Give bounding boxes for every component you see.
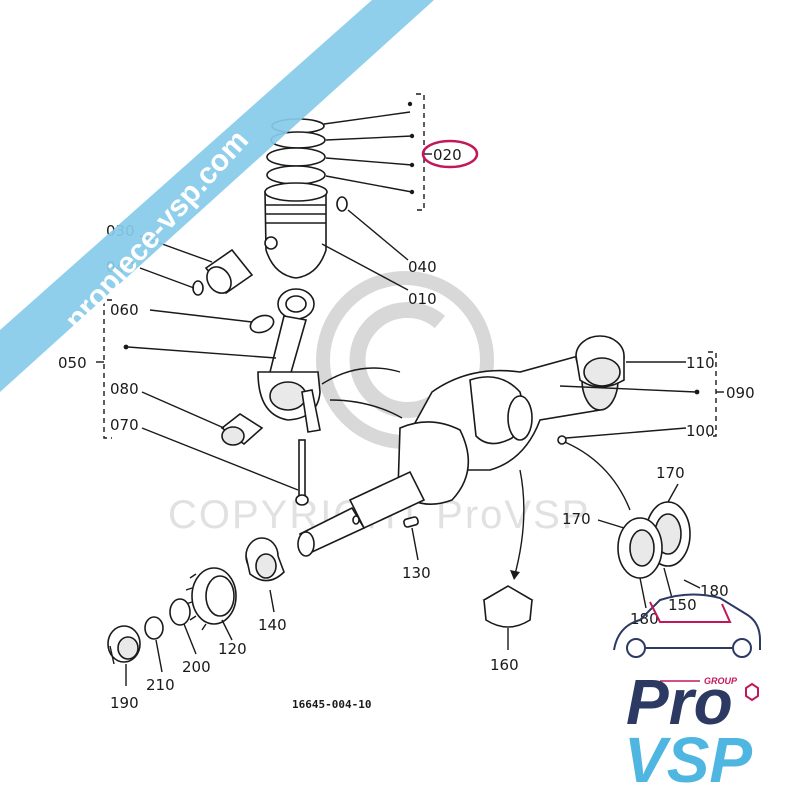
woodruff-key	[403, 516, 419, 528]
banner-text: propiece-vsp.com	[59, 124, 255, 337]
conrod-bolt	[295, 439, 309, 506]
label-080: 080	[110, 380, 139, 398]
figure-code: 16645-004-10	[292, 698, 371, 711]
ring-callouts	[323, 93, 432, 211]
circlip-right	[336, 196, 348, 212]
label-200: 200	[182, 658, 211, 676]
arrow-bearing-path	[321, 367, 401, 385]
connecting-rod	[257, 288, 321, 433]
crank-gear	[185, 567, 237, 631]
label-130: 130	[402, 564, 431, 582]
leader-200	[183, 623, 197, 655]
leader-040b	[347, 209, 409, 261]
piston-pin	[204, 248, 254, 295]
label-170a: 170	[656, 464, 685, 482]
leader-060	[149, 309, 253, 323]
main-bearing-lower	[482, 585, 534, 628]
conrod-bearing	[220, 413, 264, 446]
arrow-to-main-bearing	[513, 469, 525, 579]
label-100: 100	[686, 422, 715, 440]
leader-040a	[139, 267, 195, 289]
leader-210	[155, 639, 163, 673]
leader-010	[321, 243, 409, 291]
label-190: 190	[110, 694, 139, 712]
car-outline-icon	[613, 593, 761, 658]
main-bearing-upper	[575, 335, 625, 388]
circlip-left	[192, 280, 204, 296]
label-090: 090	[726, 384, 755, 402]
label-140: 140	[258, 616, 287, 634]
leader-180b	[639, 577, 647, 609]
leader-170b	[597, 519, 625, 529]
label-020: 020	[433, 146, 462, 164]
piston	[264, 182, 328, 279]
leader-170a	[667, 483, 679, 503]
label-210: 210	[146, 676, 175, 694]
label-150: 150	[668, 596, 697, 614]
leader-180a	[683, 579, 701, 589]
collar-200	[169, 598, 191, 626]
part-labels: 020 030 040 040 010 060 050 080 070 110 …	[58, 139, 755, 712]
label-160: 160	[490, 656, 519, 674]
arrow-to-thrust	[559, 439, 631, 511]
label-110: 110	[686, 354, 715, 372]
label-060: 060	[110, 301, 139, 319]
label-170b: 170	[562, 510, 591, 528]
logo-pro-text: Pro	[626, 666, 733, 738]
oring-210	[144, 616, 164, 640]
leader-100	[565, 427, 687, 439]
label-120: 120	[218, 640, 247, 658]
provsp-logo: GROUP Pro VSP	[613, 593, 761, 796]
label-070: 070	[110, 416, 139, 434]
label-180b: 180	[630, 610, 659, 628]
thrust-bearing-assembly	[617, 501, 691, 579]
label-040b: 040	[408, 258, 437, 276]
leader-080	[141, 391, 225, 429]
bracket-050	[103, 299, 112, 439]
leader-130	[411, 527, 419, 561]
leader-120	[221, 619, 233, 641]
leader-150	[663, 567, 673, 599]
label-010: 010	[408, 290, 437, 308]
logo-group-text: GROUP	[704, 676, 738, 686]
leader-140	[269, 589, 275, 613]
leader-070	[141, 427, 299, 491]
front-bush	[245, 537, 285, 582]
small-end-bushing	[249, 314, 275, 334]
collar-190	[107, 625, 141, 663]
highlight-ring-020	[421, 139, 479, 169]
logo-vsp-text: VSP	[624, 724, 752, 796]
hex-nut-icon	[745, 682, 759, 702]
arrow-bearing-path-2	[329, 399, 403, 419]
label-050: 050	[58, 354, 87, 372]
piston-rings	[266, 118, 326, 185]
bracket-090	[708, 351, 717, 437]
